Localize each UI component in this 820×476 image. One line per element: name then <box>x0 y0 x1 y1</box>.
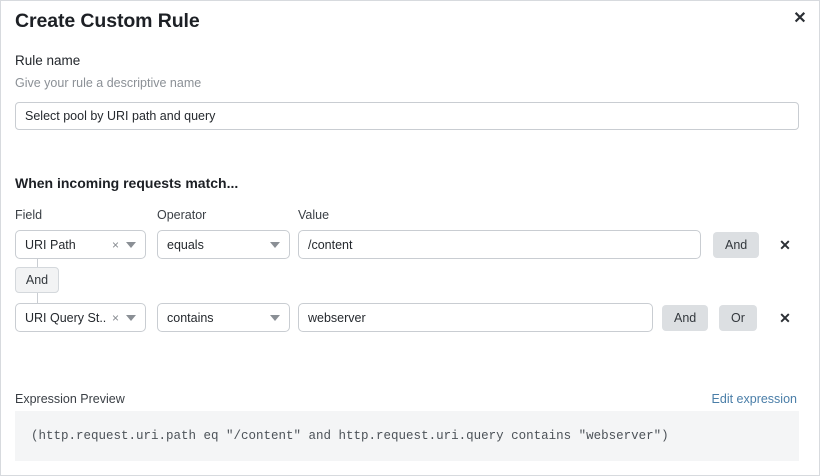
delete-row-1-icon[interactable]: ✕ <box>779 237 791 253</box>
connector-and-badge[interactable]: And <box>15 267 59 293</box>
condition-row: URI Query St... × contains And Or ✕ <box>1 303 819 333</box>
chevron-down-icon <box>126 314 136 321</box>
or-button-row-2[interactable]: Or <box>719 305 757 331</box>
value-input-2[interactable] <box>298 303 653 332</box>
field-select-2[interactable]: URI Query St... × <box>15 303 146 332</box>
condition-row: URI Path × equals And ✕ <box>1 230 819 260</box>
field-select-1[interactable]: URI Path × <box>15 230 146 259</box>
clear-icon[interactable]: × <box>111 237 119 252</box>
operator-select-2[interactable]: contains <box>157 303 290 332</box>
clear-icon[interactable]: × <box>111 310 119 325</box>
expression-preview-box: (http.request.uri.path eq "/content" and… <box>15 411 799 461</box>
rule-name-label: Rule name <box>15 53 81 68</box>
operator-select-1-value: equals <box>167 237 204 252</box>
conditions-heading: When incoming requests match... <box>15 175 239 191</box>
column-header-field: Field <box>15 208 43 222</box>
field-select-2-value: URI Query St... <box>25 310 107 325</box>
rule-name-help: Give your rule a descriptive name <box>15 76 202 90</box>
column-header-value: Value <box>298 208 330 222</box>
rule-name-input[interactable] <box>15 102 799 130</box>
value-input-1[interactable] <box>298 230 701 259</box>
expression-code: (http.request.uri.path eq "/content" and… <box>31 429 669 443</box>
operator-select-1[interactable]: equals <box>157 230 290 259</box>
modal-title: Create Custom Rule <box>15 10 200 32</box>
expression-preview-label: Expression Preview <box>15 392 125 406</box>
field-select-1-value: URI Path <box>25 237 76 252</box>
chevron-down-icon <box>270 241 280 248</box>
column-header-operator: Operator <box>157 208 207 222</box>
chevron-down-icon <box>126 241 136 248</box>
close-icon[interactable]: ✕ <box>793 10 807 27</box>
delete-row-2-icon[interactable]: ✕ <box>779 310 791 326</box>
edit-expression-link[interactable]: Edit expression <box>711 392 797 406</box>
and-button-row-2[interactable]: And <box>662 305 709 331</box>
chevron-down-icon <box>270 314 280 321</box>
operator-select-2-value: contains <box>167 310 214 325</box>
and-button-row-1[interactable]: And <box>713 232 760 258</box>
